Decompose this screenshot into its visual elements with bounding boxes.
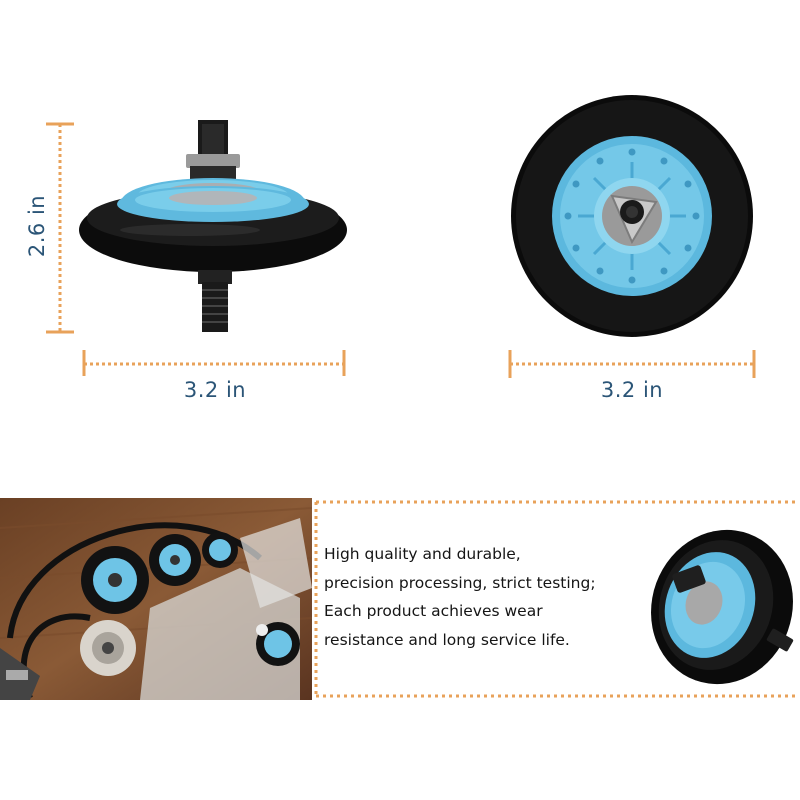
description-line: High quality and durable, [324, 545, 521, 563]
description-line: Each product achieves wear [324, 602, 543, 620]
description-line: resistance and long service life. [324, 630, 570, 649]
front-width-label: 3.2 in [600, 378, 664, 402]
height-label: 2.6 in [25, 194, 49, 258]
front-width-dimension-line [506, 348, 758, 380]
product-description: High quality and durable, precision proc… [324, 540, 596, 654]
height-dimension-line [40, 118, 80, 338]
roller-front-view [508, 92, 756, 340]
description-frame [312, 498, 800, 700]
side-width-dimension-line [80, 348, 350, 378]
roller-angled-view [640, 515, 800, 690]
roller-side-view [70, 110, 360, 350]
side-width-label: 3.2 in [183, 378, 247, 402]
description-line: precision processing, strict testing; [324, 573, 596, 592]
kit-photo [0, 498, 312, 700]
